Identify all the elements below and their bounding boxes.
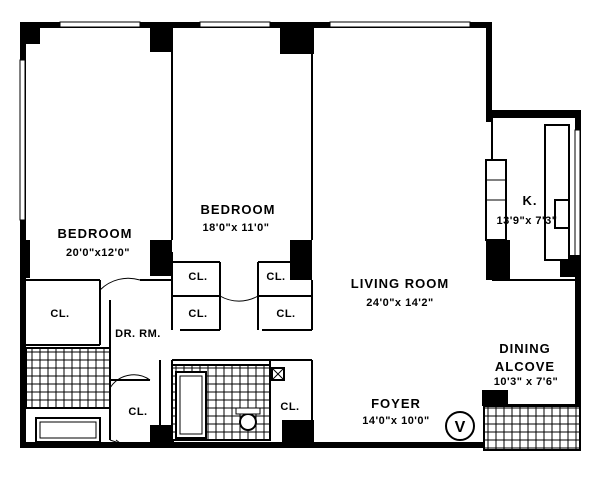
bedroom2-dims: 18'0"x 11'0" — [203, 222, 270, 234]
foyer-dims: 14'0"x 10'0" — [362, 415, 430, 427]
bedroom1-dims: 20'0"x12'0" — [66, 247, 130, 259]
dining-name-2: ALCOVE — [495, 359, 555, 374]
foyer-name: FOYER — [371, 396, 421, 411]
entry-marker-label: V — [455, 419, 466, 436]
closet-label: CL. — [266, 271, 285, 283]
doors — [99, 277, 259, 447]
dining-name: DINING — [499, 341, 551, 356]
bedroom1-name: BEDROOM — [58, 226, 133, 241]
dining-dims: 10'3" x 7'6" — [494, 376, 558, 388]
closet-label: CL. — [276, 308, 295, 320]
kitchen-counter — [544, 124, 570, 261]
kitchen-dims: 13'9"x 7'3" — [497, 215, 558, 227]
kitchen-fixtures — [485, 124, 570, 261]
bath-left — [25, 347, 111, 443]
living-room-name: LIVING ROOM — [351, 276, 449, 291]
entry-marker: V — [445, 411, 475, 441]
dressing-room-label: DR. RM. — [115, 328, 161, 340]
living-room-dims: 24'0"x 14'2" — [366, 297, 434, 309]
closet-label: CL. — [128, 406, 147, 418]
toilet-icon — [239, 413, 257, 431]
sink-icon — [554, 199, 570, 229]
dining-floor — [483, 405, 581, 451]
closet-label: CL. — [188, 271, 207, 283]
bath-middle — [171, 364, 285, 441]
bedroom2-name: BEDROOM — [201, 202, 276, 217]
kitchen-name: K. — [523, 193, 538, 208]
columns — [22, 22, 580, 447]
bathtub-icon — [175, 371, 207, 439]
closet-label: CL. — [50, 308, 69, 320]
closet-label: CL. — [280, 401, 299, 413]
closet-label: CL. — [188, 308, 207, 320]
